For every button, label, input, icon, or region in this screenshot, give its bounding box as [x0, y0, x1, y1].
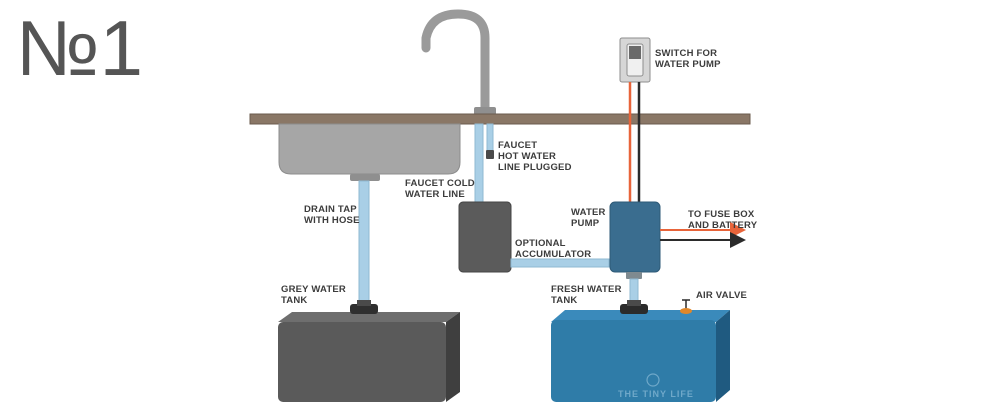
label-water-pump: WATER PUMP [571, 207, 608, 229]
label-fresh-tank: FRESH WATER TANK [551, 284, 624, 306]
drain-hose [358, 180, 370, 302]
hot-line-plug [486, 150, 494, 159]
pump-outlet [626, 272, 642, 279]
label-faucet-cold: FAUCET COLD WATER LINE [405, 178, 478, 200]
cold-water-line [474, 123, 484, 203]
label-fuse-box: TO FUSE BOX AND BATTERY [688, 209, 758, 231]
fresh-water-tank: THE TINY LIFE [551, 300, 730, 402]
water-pump [609, 201, 661, 273]
label-switch: SWITCH FOR WATER PUMP [655, 48, 721, 70]
label-drain-tap: DRAIN TAP WITH HOSE [304, 204, 360, 226]
faucet [421, 9, 496, 117]
grey-water-tank [278, 300, 460, 402]
air-valve [680, 299, 692, 314]
hot-water-line [486, 123, 494, 153]
countertop [249, 113, 751, 125]
accumulator [458, 201, 512, 273]
label-air-valve: AIR VALVE [696, 290, 747, 301]
brand-watermark: THE TINY LIFE [618, 389, 694, 399]
pump-switch[interactable] [619, 37, 651, 83]
label-accumulator: OPTIONAL ACCUMULATOR [515, 238, 591, 260]
accumulator-pump-line [510, 258, 610, 268]
sink [278, 123, 461, 181]
fresh-tank-line [629, 278, 639, 304]
label-faucet-plugged: FAUCET HOT WATER LINE PLUGGED [498, 140, 572, 173]
label-grey-tank: GREY WATER TANK [281, 284, 349, 306]
diagram-number: №1 [16, 4, 143, 92]
